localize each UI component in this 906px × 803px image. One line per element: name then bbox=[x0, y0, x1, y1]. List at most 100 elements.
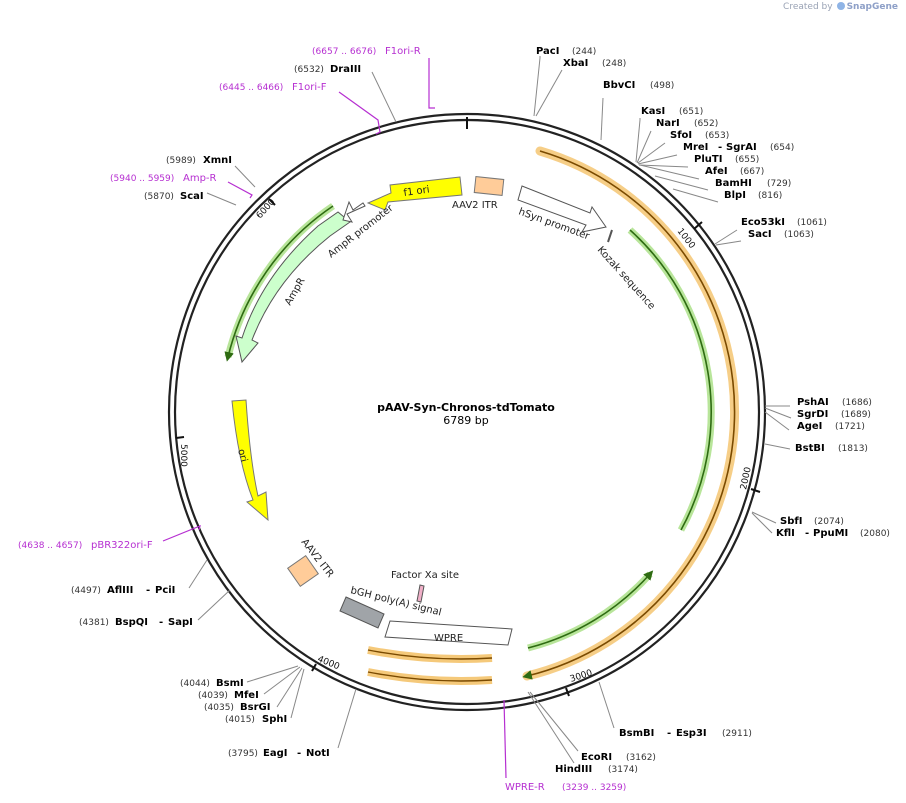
enzyme-scai: ScaI bbox=[180, 191, 204, 202]
enzyme-bsrgi: BsrGI bbox=[240, 702, 270, 713]
enzyme-afei: AfeI bbox=[705, 166, 728, 177]
enzyme-bstbi-pos: (1813) bbox=[838, 444, 868, 454]
enzyme-afei-pos: (667) bbox=[740, 167, 764, 177]
factor-xa-label: Factor Xa site bbox=[391, 570, 459, 581]
enzyme-ecori-pos: (3162) bbox=[626, 753, 656, 763]
enzyme-scai-pos: (5870) bbox=[144, 192, 174, 202]
enzyme-eagi-pos: (3795) bbox=[228, 749, 258, 759]
enzyme-kasi: KasI bbox=[641, 106, 665, 117]
enzyme-xbai: XbaI bbox=[563, 58, 588, 69]
factor-xa-feature bbox=[416, 584, 425, 603]
aav2-itr-top-feature bbox=[473, 176, 505, 196]
enzyme-sgrai: SgrAI bbox=[726, 142, 757, 153]
enzyme-saci-pos: (1063) bbox=[784, 230, 814, 240]
plasmid-length: 6789 bp bbox=[443, 414, 488, 427]
enzyme-pluti: PluTI bbox=[694, 154, 722, 165]
orange-cds-arc-line bbox=[522, 150, 736, 680]
enzyme-mrei: MreI bbox=[683, 142, 708, 153]
enzyme-sfoi: SfoI bbox=[670, 130, 692, 141]
enzyme-mfei: MfeI bbox=[234, 690, 259, 701]
aav2-itr-bottom-feature bbox=[286, 554, 320, 588]
tick-mark-6000 bbox=[268, 198, 276, 206]
enzyme-bsmbi: BsmBI bbox=[619, 728, 654, 739]
wpre-feature bbox=[384, 620, 513, 646]
created-by-text: Created by bbox=[783, 2, 833, 12]
enzyme-bstbi: BstBI bbox=[795, 443, 825, 454]
primer-leaders bbox=[162, 58, 507, 779]
enzyme-xbai-pos: (248) bbox=[602, 59, 626, 69]
green-arc-1-line bbox=[629, 229, 712, 531]
enzyme-sphi: SphI bbox=[262, 714, 287, 725]
enzyme-sgrdi-pos: (1689) bbox=[841, 410, 871, 420]
enzyme-kasi-pos: (651) bbox=[679, 107, 703, 117]
enzyme-sapi: SapI bbox=[168, 617, 193, 628]
enzyme-hindiii: HindIII bbox=[555, 764, 592, 775]
green-arc-2-line bbox=[527, 570, 654, 649]
enzyme-afliii: AflIII bbox=[107, 585, 133, 596]
enzyme-bsmbi-sep: - bbox=[667, 728, 671, 739]
primer-f1ori-f-range: (6445 .. 6466) bbox=[219, 83, 283, 93]
enzyme-labels: PacI (244) XbaI (248) BbvCI (498) KasI (… bbox=[71, 46, 890, 775]
tick-mark-5000 bbox=[175, 436, 185, 439]
enzyme-bsmi: BsmI bbox=[216, 678, 244, 689]
wpre-label: WPRE bbox=[434, 633, 463, 644]
enzyme-paci: PacI bbox=[536, 46, 559, 57]
orange-arc-small-1-line bbox=[367, 649, 493, 660]
enzyme-sfoi-pos: (653) bbox=[705, 131, 729, 141]
enzyme-esp3i-pos: (2911) bbox=[722, 729, 752, 739]
enzyme-saci: SacI bbox=[748, 229, 772, 240]
enzyme-xmni: XmnI bbox=[203, 155, 232, 166]
enzyme-ppumi: PpuMI bbox=[813, 528, 848, 539]
orange-arc-small-2-line bbox=[367, 671, 493, 682]
enzyme-pshai: PshAI bbox=[797, 397, 829, 408]
ori-label: ori bbox=[235, 448, 249, 463]
aav2-itr-top-label: AAV2 ITR bbox=[452, 200, 498, 211]
enzyme-bsrgi-pos: (4035) bbox=[204, 703, 234, 713]
hsyn-promoter-feature bbox=[517, 185, 607, 233]
enzyme-bbvci-pos: (498) bbox=[650, 81, 674, 91]
enzyme-xmni-pos: (5989) bbox=[166, 156, 196, 166]
enzyme-sbfi: SbfI bbox=[780, 516, 802, 527]
enzyme-nari-pos: (652) bbox=[694, 119, 718, 129]
tick-mark-2000 bbox=[750, 488, 761, 493]
enzyme-draiii: DraIII bbox=[330, 64, 361, 75]
primer-f1ori-r: F1ori-R bbox=[385, 46, 421, 57]
primer-wpre-r: WPRE-R bbox=[505, 782, 545, 793]
enzyme-agei-pos: (1721) bbox=[835, 422, 865, 432]
enzyme-bspqi: BspQI bbox=[115, 617, 148, 628]
enzyme-bbvci: BbvCI bbox=[603, 80, 635, 91]
enzyme-afliii-sep: - bbox=[146, 585, 150, 596]
enzyme-mrei-sep: - bbox=[718, 142, 722, 153]
enzyme-nari: NarI bbox=[656, 118, 680, 129]
tick-label-2000: 2000 bbox=[739, 466, 754, 491]
enzyme-ecori: EcoRI bbox=[581, 752, 612, 763]
f1-ori-feature bbox=[366, 176, 463, 211]
enzyme-pshai-pos: (1686) bbox=[842, 398, 872, 408]
primer-f1ori-f: F1ori-F bbox=[292, 82, 327, 93]
plasmid-name: pAAV-Syn-Chronos-tdTomato bbox=[377, 401, 555, 414]
enzyme-blpi-pos: (816) bbox=[758, 191, 782, 201]
enzyme-eco53ki-pos: (1061) bbox=[797, 218, 827, 228]
enzyme-eagi-sep: - bbox=[297, 748, 301, 759]
enzyme-kfli-sep: - bbox=[805, 528, 809, 539]
ampr-feature bbox=[235, 211, 351, 364]
tick-mark-4000 bbox=[311, 663, 317, 672]
ori-feature bbox=[231, 399, 269, 522]
primer-wpre-r-range: (3239 .. 3259) bbox=[562, 783, 626, 793]
primer-labels: (6657 .. 6676) F1ori-R (6445 .. 6466) F1… bbox=[18, 46, 626, 793]
enzyme-bspqi-pos: (4381) bbox=[79, 618, 109, 628]
enzyme-paci-pos: (244) bbox=[572, 47, 596, 57]
enzyme-noti: NotI bbox=[306, 748, 330, 759]
enzyme-hindiii-pos: (3174) bbox=[608, 765, 638, 775]
enzyme-sphi-pos: (4015) bbox=[225, 715, 255, 725]
ampr-promoter-feature bbox=[342, 200, 366, 223]
enzyme-kfli: KflI bbox=[776, 528, 795, 539]
enzyme-leaders bbox=[188, 56, 792, 764]
enzyme-agei: AgeI bbox=[797, 421, 822, 432]
green-arc-2 bbox=[527, 571, 653, 652]
enzyme-ppumi-pos: (2080) bbox=[860, 529, 890, 539]
enzyme-bamhi-pos: (729) bbox=[767, 179, 791, 189]
enzyme-bspqi-sep: - bbox=[159, 617, 163, 628]
enzyme-mfei-pos: (4039) bbox=[198, 691, 228, 701]
